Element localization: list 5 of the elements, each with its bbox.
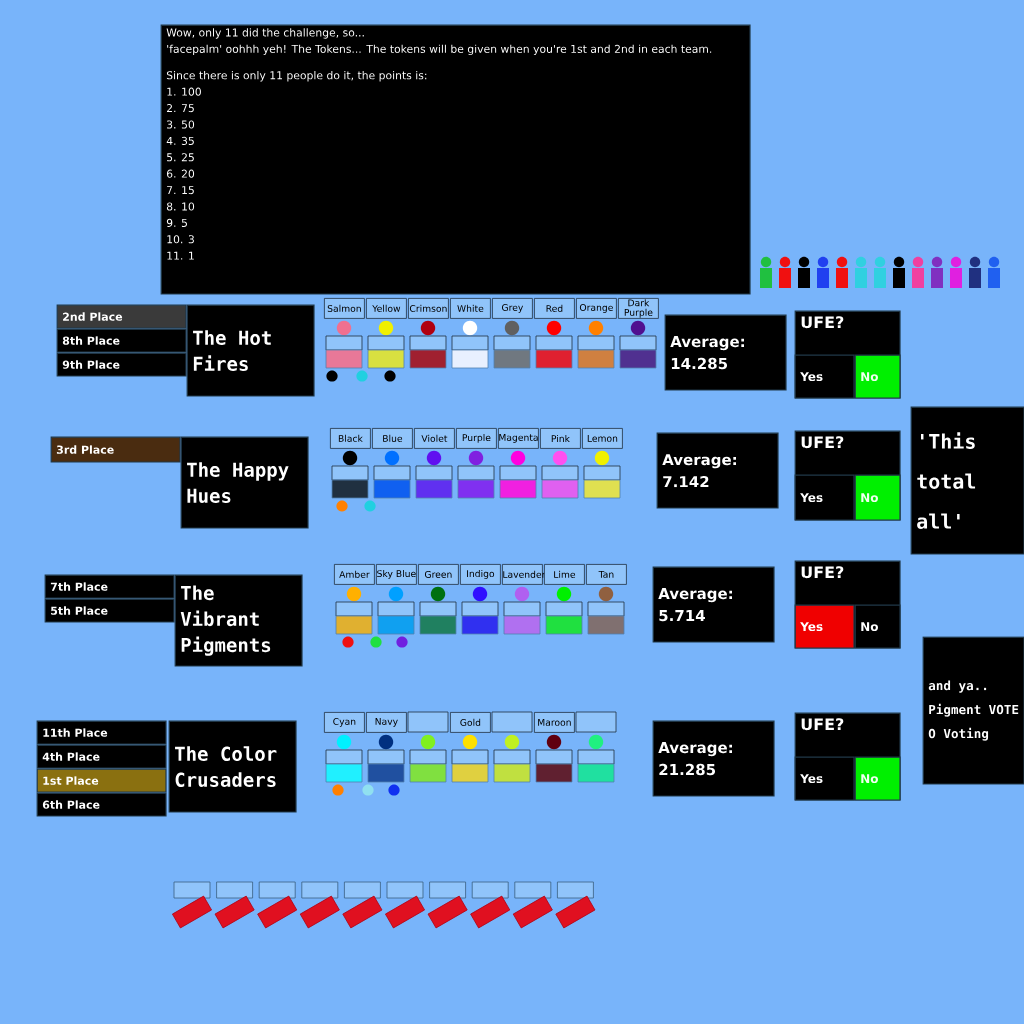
note-box: 'This total all' [910,406,1024,555]
team-name-box: The Color Crusaders [168,720,297,813]
team-name-box: The Happy Hues [180,436,309,529]
team-name-box: The Vibrant Pigments [174,574,303,667]
team-name-box: The Hot Fires [186,304,315,397]
